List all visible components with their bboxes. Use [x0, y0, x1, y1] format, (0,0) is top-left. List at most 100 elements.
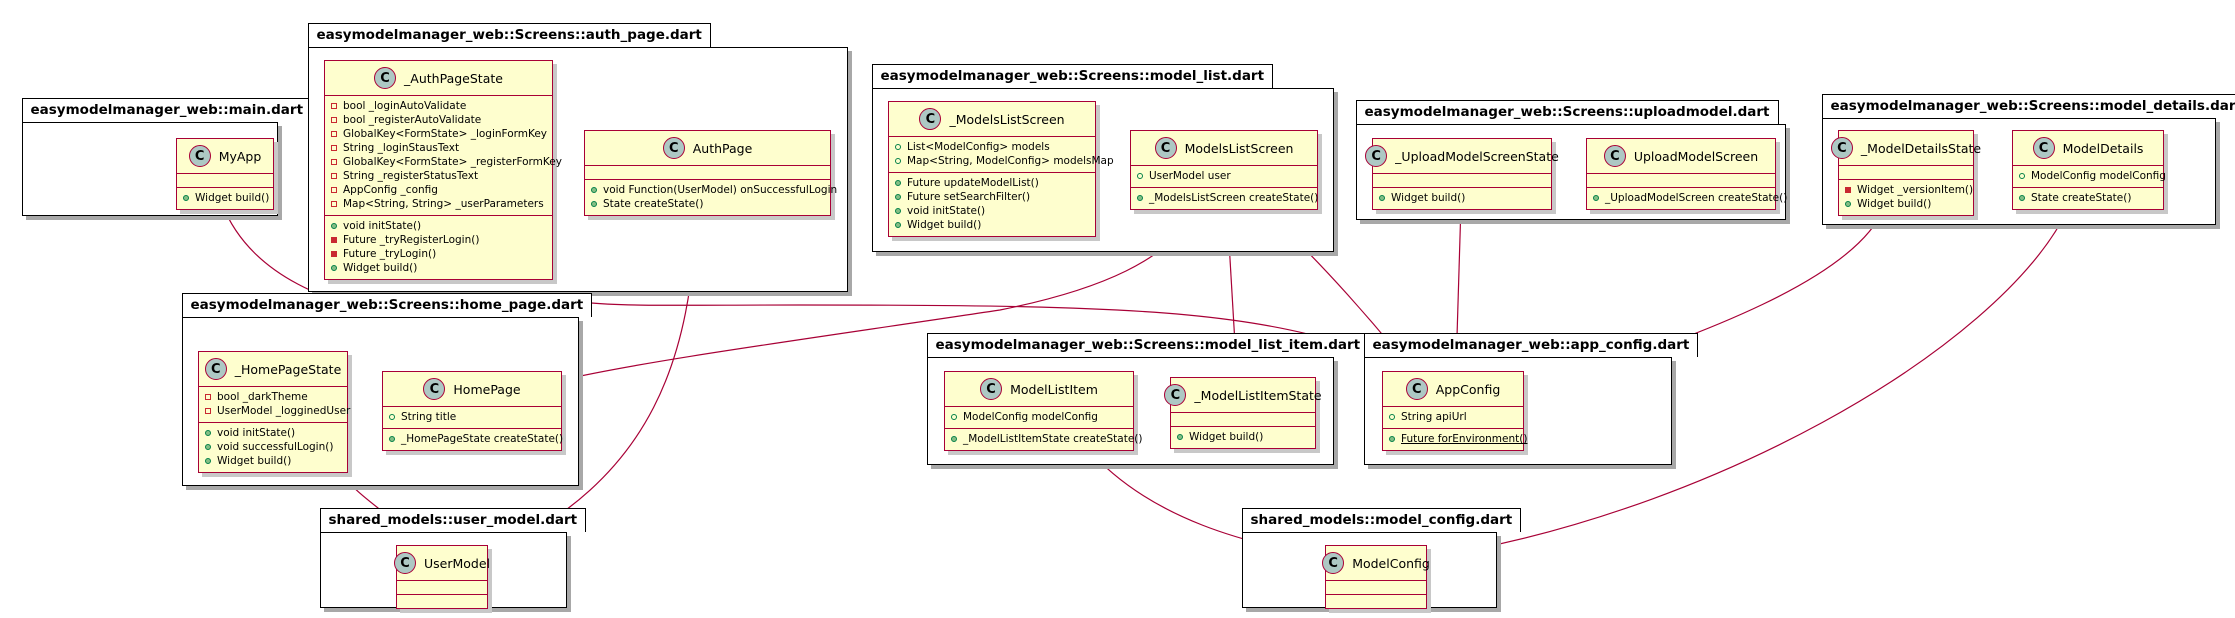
class-icon: C	[919, 108, 942, 130]
class-icon: C	[1164, 384, 1187, 406]
public-method-icon	[331, 265, 337, 271]
private-field-icon	[331, 187, 337, 193]
public-field-icon	[1389, 414, 1395, 420]
private-field-icon	[331, 145, 337, 151]
method: Widget _versionItem()	[1857, 184, 1974, 196]
field: String title	[401, 411, 457, 423]
methods-section: Future updateModelList() Future setSearc…	[889, 172, 1095, 236]
private-field-icon	[205, 408, 211, 414]
class-usermodel[interactable]: C UserModel	[393, 545, 491, 609]
package-title: easymodelmanager_web::Screens::model_lis…	[871, 64, 1274, 88]
method: Future setSearchFilter()	[907, 191, 1031, 203]
link-modelslistscreen-homepage	[561, 207, 1199, 381]
package-title: easymodelmanager_web::Screens::auth_page…	[307, 23, 711, 47]
public-field-icon	[2019, 173, 2025, 179]
methods-section	[1326, 594, 1426, 608]
method: Widget build()	[195, 192, 270, 204]
private-field-icon	[205, 394, 211, 400]
package-title: shared_models::user_model.dart	[319, 508, 587, 532]
method: void Function(UserModel) onSuccessfulLog…	[603, 184, 838, 196]
fields-section: bool _darkTheme UserModel _logginedUser	[199, 386, 350, 422]
public-method-icon	[331, 223, 337, 229]
class-modelslistscreen-state[interactable]: C _ModelsListScreen List<ModelConfig> mod…	[888, 101, 1114, 237]
field: ModelConfig modelConfig	[963, 411, 1098, 423]
field: AppConfig _config	[343, 184, 438, 196]
fields-section: String apiUrl	[1383, 406, 1523, 428]
class-icon: C	[662, 137, 685, 159]
field: String _registerStatusText	[343, 170, 479, 182]
class-icon: C	[188, 145, 211, 167]
class-name: _ModelsListScreen	[949, 111, 1065, 127]
method: void initState()	[217, 427, 296, 439]
class-modeldetailsstate[interactable]: C_ModelDetailsState Widget _versionItem(…	[1830, 130, 1981, 216]
field: UserModel user	[1149, 170, 1231, 182]
package-title: easymodelmanager_web::Screens::uploadmod…	[1355, 100, 1779, 124]
method: State createState()	[2031, 192, 2132, 204]
link-modeldetails-modelconfig	[1411, 208, 2069, 561]
package-title: easymodelmanager_web::app_config.dart	[1363, 333, 1699, 357]
method: State createState()	[603, 198, 704, 210]
method: Future updateModelList()	[907, 177, 1039, 189]
class-uploadmodelscreenstate[interactable]: C_UploadModelScreenState Widget build()	[1365, 138, 1559, 210]
class-icon: C	[423, 378, 446, 400]
fields-section	[177, 173, 273, 187]
methods-section: Widget build()	[1373, 187, 1551, 209]
methods-section: void initState() Future _tryRegisterLogi…	[325, 215, 552, 279]
methods-section: Widget _versionItem() Widget build()	[1839, 179, 1973, 215]
public-method-icon	[895, 194, 901, 200]
class-icon: C	[393, 552, 416, 574]
class-name: ModelConfig	[1352, 555, 1430, 571]
fields-section	[1326, 580, 1426, 594]
public-method-icon	[1389, 436, 1395, 442]
methods-section	[397, 594, 487, 608]
fields-section: ModelConfig modelConfig	[945, 406, 1133, 428]
private-field-icon	[331, 159, 337, 165]
private-method-icon	[331, 237, 337, 243]
methods-section: Widget build()	[177, 187, 273, 209]
private-field-icon	[331, 103, 337, 109]
package-title: easymodelmanager_web::Screens::home_page…	[181, 293, 593, 317]
fields-section	[1587, 173, 1775, 187]
methods-section: void Function(UserModel) onSuccessfulLog…	[585, 179, 837, 215]
field: List<ModelConfig> models	[907, 141, 1050, 153]
method: _ModelsListScreen createState()	[1149, 192, 1319, 204]
class-icon: C	[374, 67, 397, 89]
public-method-icon	[591, 187, 597, 193]
class-icon: C	[980, 378, 1003, 400]
class-name: HomePage	[453, 381, 521, 397]
class-name: _ModelListItemState	[1194, 387, 1322, 403]
package-title: easymodelmanager_web::main.dart	[21, 98, 313, 122]
method: Widget build()	[1391, 192, 1466, 204]
method: void initState()	[343, 220, 422, 232]
class-authpagestate[interactable]: C_AuthPageState bool _loginAutoValidate …	[324, 60, 562, 280]
public-method-icon	[2019, 195, 2025, 201]
package-title: easymodelmanager_web::Screens::model_lis…	[926, 333, 1370, 357]
method: Future _tryRegisterLogin()	[343, 234, 480, 246]
public-field-icon	[895, 158, 901, 164]
field: bool _loginAutoValidate	[343, 100, 467, 112]
private-field-icon	[331, 117, 337, 123]
fields-section	[585, 165, 830, 179]
class-name: UploadModelScreen	[1633, 148, 1759, 164]
fields-section	[1373, 173, 1551, 187]
class-icon: C	[2032, 137, 2055, 159]
public-method-icon	[1137, 195, 1143, 201]
class-icon: C	[1405, 378, 1428, 400]
class-name: UserModel	[423, 555, 491, 571]
field: Map<String, ModelConfig> modelsMap	[907, 155, 1114, 167]
method: void initState()	[907, 205, 986, 217]
public-field-icon	[1137, 173, 1143, 179]
class-homepagestate[interactable]: C_HomePageState bool _darkTheme UserMode…	[198, 351, 350, 473]
class-icon: C	[1830, 137, 1853, 159]
fields-section: UserModel user	[1131, 165, 1317, 187]
class-modellistitemstate[interactable]: C_ModelListItemState Widget build()	[1164, 377, 1322, 449]
